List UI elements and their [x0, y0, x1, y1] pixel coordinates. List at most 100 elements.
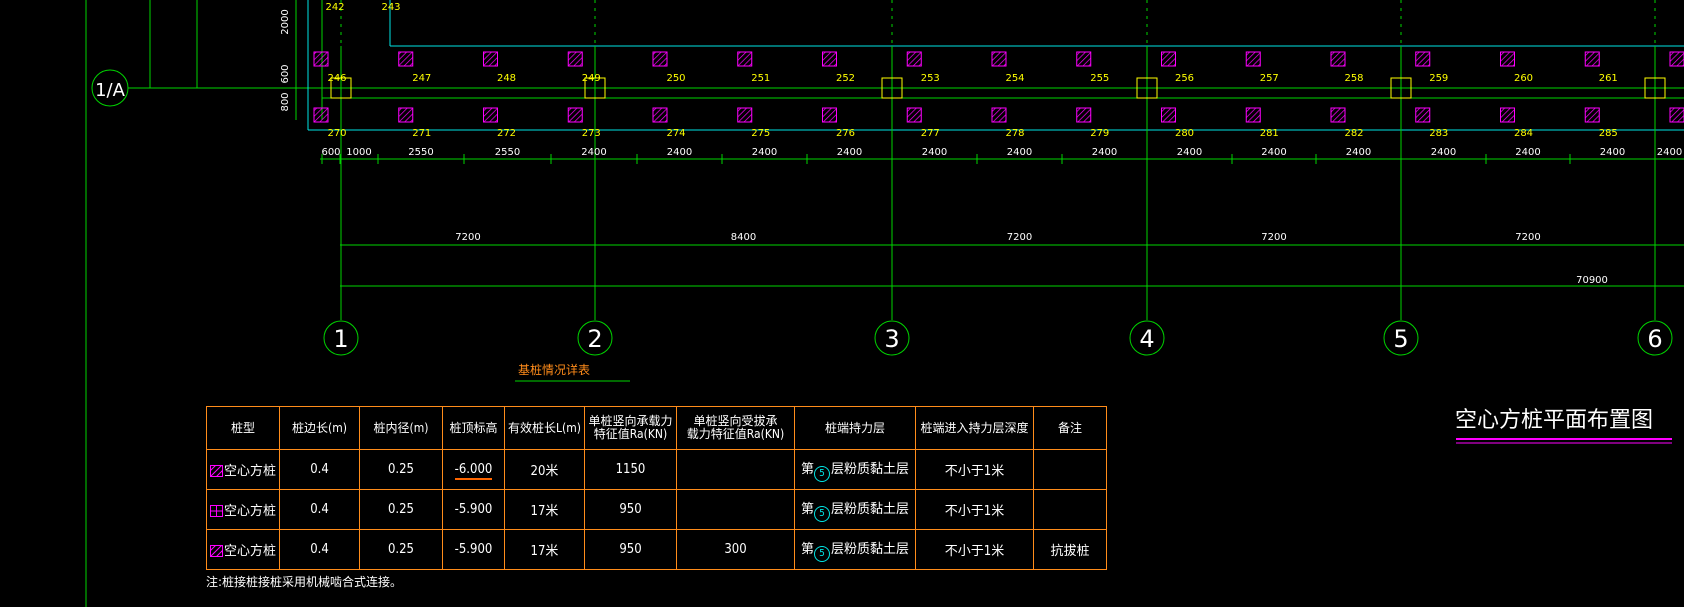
vertical-dimension: 600	[280, 64, 291, 83]
bay-dimension: 7200	[1261, 232, 1286, 243]
plan-title: 空心方桩平面布置图	[1455, 408, 1654, 433]
axis-bubble	[874, 320, 910, 356]
pile-number: 242	[325, 2, 344, 13]
pile-symbol	[1076, 107, 1092, 123]
vertical-dimension: 2000	[280, 9, 291, 34]
bay-dimension: 8400	[731, 232, 756, 243]
pile-number: 279	[1090, 128, 1109, 139]
pile-number: 249	[582, 73, 601, 84]
layer-prefix: 第	[800, 461, 814, 477]
pile-symbol	[1330, 51, 1346, 67]
header-cell: 桩顶标高	[442, 406, 505, 450]
pile-number: 278	[1005, 128, 1024, 139]
axis-number: 1	[333, 325, 348, 353]
pile-symbol	[1584, 107, 1600, 123]
pile-spacing-dimension: 1000	[346, 147, 371, 158]
pile-number: 274	[666, 128, 685, 139]
pile-symbol	[1669, 107, 1684, 123]
pile-spacing-dimension: 2400	[1346, 147, 1371, 158]
header-cell: 有效桩长L(m)	[504, 406, 585, 450]
bearing-cell: 1150	[584, 449, 677, 490]
inner-cell: 0.25	[359, 529, 443, 570]
pile-type-label: 空心方桩	[223, 464, 276, 479]
pile-symbol	[652, 107, 668, 123]
layer-suffix: 层粉质黏土层	[831, 541, 910, 557]
pile-number: 285	[1599, 128, 1618, 139]
layer-prefix: 第	[800, 501, 814, 517]
header-cell: 桩型	[206, 406, 280, 450]
axis-bubble	[1129, 320, 1165, 356]
axis-number: 5	[1393, 325, 1408, 353]
side-cell: 0.4	[279, 529, 360, 570]
axis-number: 6	[1647, 325, 1662, 353]
column-marker	[584, 77, 606, 99]
bay-dimension: 7200	[455, 232, 480, 243]
pile-symbol	[313, 107, 329, 123]
pile-number: 280	[1175, 128, 1194, 139]
pile-number: 259	[1429, 73, 1448, 84]
pile-symbol	[1161, 107, 1176, 123]
pile-symbol	[652, 51, 668, 67]
pile-number: 270	[327, 128, 346, 139]
pile-symbol	[398, 51, 414, 67]
bay-dimension: 7200	[1007, 232, 1032, 243]
pile-number: 276	[836, 128, 855, 139]
axis-number: 2	[587, 325, 602, 353]
pile-spacing-dimension: 2550	[495, 147, 520, 158]
pile-number: 271	[412, 128, 431, 139]
bearing-cell: 950	[584, 489, 677, 530]
pile-number: 253	[921, 73, 940, 84]
vertical-dimension: 800	[280, 92, 291, 111]
pile-symbol	[483, 51, 498, 67]
pile-spacing-dimension: 600	[321, 147, 340, 158]
pile-symbol	[1330, 107, 1346, 123]
pile-symbol	[1584, 51, 1600, 67]
header-cell: 桩端持力层	[794, 406, 916, 450]
bay-dimension: 7200	[1515, 232, 1540, 243]
header-cell: 单桩竖向承载力 特征值Ra(KN)	[584, 406, 677, 450]
pile-spacing-dimension: 2400	[1600, 147, 1625, 158]
header-cell: 桩端进入持力层深度	[915, 406, 1034, 450]
pile-spacing-dimension: 2400	[1177, 147, 1202, 158]
pile-number: 250	[666, 73, 685, 84]
axis-bubble-row	[91, 69, 129, 107]
pile-number: 283	[1429, 128, 1448, 139]
pile-number: 255	[1090, 73, 1109, 84]
pile-number: 254	[1005, 73, 1024, 84]
pile-symbol	[567, 107, 583, 123]
header-cell: 备注	[1033, 406, 1107, 450]
column-marker	[1390, 77, 1412, 99]
pile-spacing-dimension: 2400	[1431, 147, 1456, 158]
table-note: 注:桩接桩接桩采用机械啮合式连接。	[206, 575, 403, 589]
pile-type-cell: 空心方桩	[206, 489, 280, 530]
pile-number: 284	[1514, 128, 1533, 139]
pile-spacing-dimension: 2400	[581, 147, 606, 158]
pile-number: 282	[1344, 128, 1363, 139]
pile-symbol	[313, 51, 329, 67]
axis-bubble	[1637, 320, 1673, 356]
pile-symbol	[1245, 51, 1261, 67]
pile-symbol	[1500, 107, 1515, 123]
length-cell: 17米	[504, 529, 585, 570]
table-caption: 基桩情况详表	[518, 363, 591, 377]
remark-cell	[1033, 449, 1107, 490]
pile-spacing-dimension: 2400	[752, 147, 777, 158]
pile-symbol	[1669, 51, 1684, 67]
pile-symbol	[991, 51, 1007, 67]
pile-spacing-dimension: 2400	[1092, 147, 1117, 158]
column-marker	[1136, 77, 1158, 99]
pile-symbol	[1500, 51, 1515, 67]
side-cell: 0.4	[279, 489, 360, 530]
top-elev-cell: -5.900	[442, 529, 505, 570]
pile-number: 273	[582, 128, 601, 139]
pile-number: 281	[1260, 128, 1279, 139]
pile-symbol	[1076, 51, 1092, 67]
depth-cell: 不小于1米	[915, 449, 1034, 490]
depth-cell: 不小于1米	[915, 529, 1034, 570]
table-header-row: 桩型 桩边长(m) 桩内径(m) 桩顶标高 有效桩长L(m) 单桩竖向承载力 特…	[206, 406, 1107, 450]
uplift-cell: 300	[676, 529, 795, 570]
pile-number: 257	[1260, 73, 1279, 84]
